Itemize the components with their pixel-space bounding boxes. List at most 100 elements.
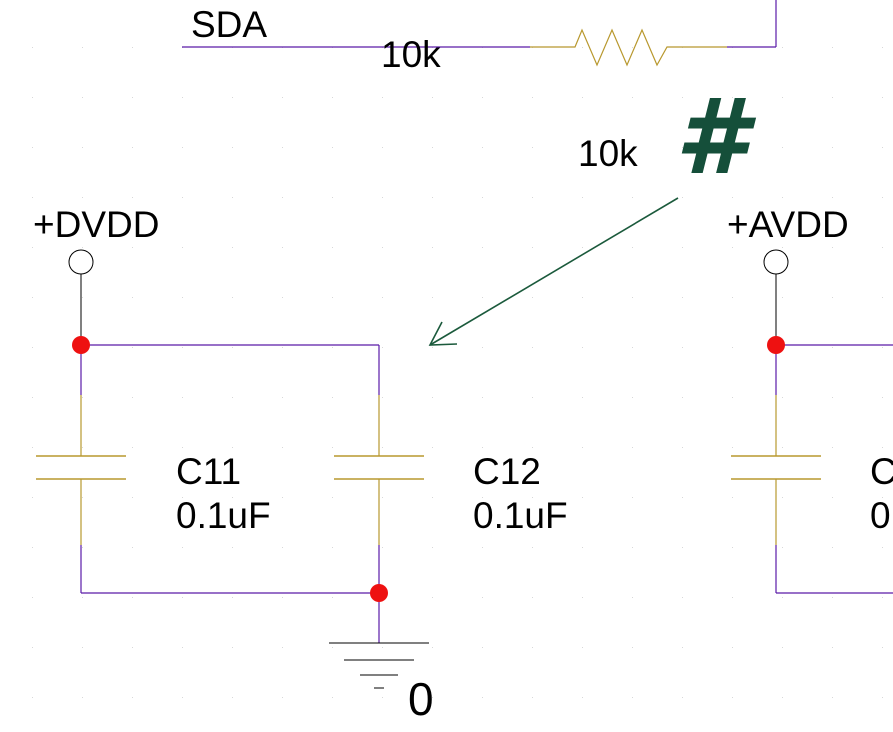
grid-dot bbox=[532, 647, 533, 648]
grid-dot bbox=[682, 647, 683, 648]
grid-dot bbox=[732, 347, 733, 348]
grid-dot bbox=[532, 497, 533, 498]
grid-dot bbox=[782, 197, 783, 198]
junction-dot-ground[interactable] bbox=[370, 584, 388, 602]
grid-dot bbox=[632, 547, 633, 548]
grid-dot bbox=[32, 697, 33, 698]
grid-dot bbox=[282, 647, 283, 648]
grid-dot bbox=[232, 447, 233, 448]
grid-dot bbox=[482, 597, 483, 598]
grid-dot bbox=[682, 147, 683, 148]
grid-dot bbox=[832, 97, 833, 98]
grid-dot bbox=[482, 197, 483, 198]
grid-dot bbox=[182, 247, 183, 248]
grid-dot bbox=[382, 147, 383, 148]
grid-dot bbox=[782, 547, 783, 548]
grid-dot bbox=[732, 547, 733, 548]
grid-dot bbox=[432, 697, 433, 698]
power-avdd-label[interactable]: +AVDD bbox=[727, 204, 849, 245]
grid-dot bbox=[832, 697, 833, 698]
grid-dot bbox=[732, 647, 733, 648]
grid-dot bbox=[782, 47, 783, 48]
grid-dot bbox=[332, 97, 333, 98]
grid-dot bbox=[832, 197, 833, 198]
grid-dot bbox=[482, 447, 483, 448]
grid-dot bbox=[82, 47, 83, 48]
power-dvdd-terminal[interactable] bbox=[68, 249, 94, 275]
capacitor-c12[interactable] bbox=[334, 395, 424, 545]
grid-dot bbox=[682, 447, 683, 448]
grid-dot bbox=[232, 597, 233, 598]
grid-dot bbox=[332, 247, 333, 248]
sda-net-label[interactable]: SDA bbox=[191, 4, 267, 45]
grid-dot bbox=[482, 297, 483, 298]
avdd-network-wires[interactable] bbox=[775, 344, 893, 594]
junction-dot-avdd[interactable] bbox=[767, 336, 785, 354]
grid-dot bbox=[382, 347, 383, 348]
ground-net-label[interactable]: 0 bbox=[408, 673, 434, 725]
grid-dot bbox=[432, 547, 433, 548]
capacitor-c13-ref-partial[interactable]: C bbox=[870, 451, 893, 492]
grid-dot bbox=[282, 247, 283, 248]
capacitor-c13-partial[interactable] bbox=[731, 395, 821, 545]
grid-dot bbox=[582, 147, 583, 148]
grid-dot bbox=[382, 447, 383, 448]
grid-dot bbox=[682, 547, 683, 548]
grid-dot bbox=[32, 497, 33, 498]
grid-dot bbox=[182, 497, 183, 498]
capacitor-c11-value[interactable]: 0.1uF bbox=[176, 495, 271, 536]
resistor-top[interactable] bbox=[530, 28, 727, 67]
resistor-top-body[interactable] bbox=[530, 28, 727, 67]
power-avdd-terminal[interactable] bbox=[763, 249, 789, 275]
grid-dot bbox=[432, 397, 433, 398]
power-dvdd-label[interactable]: +DVDD bbox=[33, 204, 159, 245]
grid-dot bbox=[32, 197, 33, 198]
grid-dot bbox=[482, 147, 483, 148]
grid-dot bbox=[32, 297, 33, 298]
capacitor-c11[interactable] bbox=[36, 395, 126, 545]
capacitor-c12-value[interactable]: 0.1uF bbox=[473, 495, 568, 536]
grid-dot bbox=[732, 197, 733, 198]
grid-dot bbox=[732, 497, 733, 498]
grid-dot bbox=[882, 447, 883, 448]
grid-dot bbox=[82, 447, 83, 448]
grid-dot bbox=[432, 247, 433, 248]
grid-dot bbox=[882, 547, 883, 548]
junction-dot-dvdd[interactable] bbox=[72, 336, 90, 354]
grid-dot bbox=[482, 97, 483, 98]
grid-dot bbox=[32, 247, 33, 248]
capacitor-c13-value-partial[interactable]: 0 bbox=[870, 495, 891, 536]
grid-dot bbox=[182, 697, 183, 698]
grid-dot bbox=[182, 347, 183, 348]
grid-dot bbox=[232, 497, 233, 498]
sda-net[interactable] bbox=[182, 0, 777, 48]
grid-dot bbox=[532, 697, 533, 698]
grid-dot bbox=[382, 497, 383, 498]
grid-dot bbox=[582, 647, 583, 648]
grid-dot bbox=[632, 197, 633, 198]
resistor-side-value[interactable]: 10k bbox=[578, 133, 638, 174]
grid-dot bbox=[82, 397, 83, 398]
grid-dot bbox=[732, 697, 733, 698]
grid-dot bbox=[232, 147, 233, 148]
grid-dot bbox=[182, 147, 183, 148]
dvdd-network-wires[interactable] bbox=[80, 344, 380, 643]
grid-dot bbox=[232, 547, 233, 548]
grid-dot bbox=[532, 297, 533, 298]
capacitor-c11-ref[interactable]: C11 bbox=[176, 451, 241, 492]
grid-dot bbox=[182, 547, 183, 548]
grid-dot bbox=[82, 247, 83, 248]
resistor-top-value[interactable]: 10k bbox=[381, 34, 441, 75]
grid-dot bbox=[282, 297, 283, 298]
grid-dot bbox=[132, 247, 133, 248]
grid-dot bbox=[132, 447, 133, 448]
capacitor-c12-ref[interactable]: C12 bbox=[473, 451, 541, 492]
ground-icon[interactable] bbox=[329, 642, 429, 689]
grid-dot bbox=[32, 597, 33, 598]
grid-dot bbox=[332, 347, 333, 348]
grid-dot bbox=[732, 247, 733, 248]
grid-dot bbox=[82, 297, 83, 298]
grid-dot bbox=[632, 397, 633, 398]
grid-dot bbox=[432, 497, 433, 498]
